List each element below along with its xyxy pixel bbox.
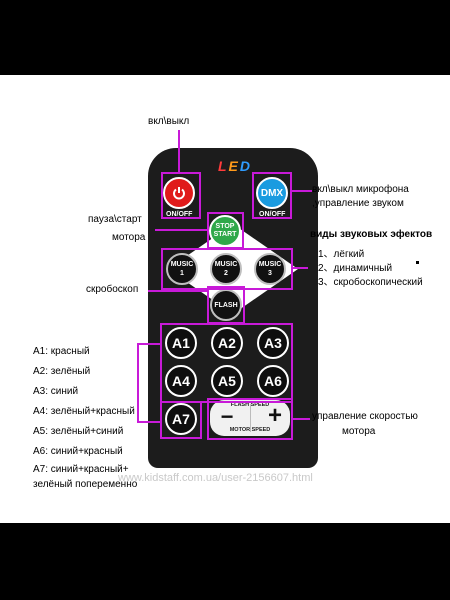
a6-button[interactable]: A6: [257, 365, 289, 397]
a-buttons-highlight-frame: [160, 323, 293, 403]
legend-row-a7-continued: зелёный попеременно: [33, 479, 138, 490]
music-1-button[interactable]: MUSIC 1: [166, 253, 198, 285]
stop-annotation-line1: пауза\старт: [88, 214, 142, 225]
legend-row-a4: A4: зелёный+красный: [33, 406, 135, 417]
legend-row-a1: A1: красный: [33, 346, 90, 357]
legend-key: A1:: [33, 346, 49, 357]
legend-desc: зелёный+красный: [50, 406, 135, 417]
music-2-button[interactable]: MUSIC 2: [210, 253, 242, 285]
music-2-label: MUSIC: [214, 261, 238, 268]
stop-label: STOP: [215, 223, 235, 230]
legend-row-a5: A5: зелёный+синий: [33, 426, 123, 437]
music-connector-line: [293, 267, 308, 269]
brand-letter: L: [217, 158, 229, 174]
power-connector-line: [178, 130, 180, 173]
legend-key: A3:: [33, 386, 49, 397]
flash-speed-label: FLASH SPEED: [230, 402, 270, 408]
legend-desc: синий+красный: [50, 446, 123, 457]
stop-annotation-line2: мотора: [112, 232, 146, 243]
dmx-annotation-line2: ,управление звуком: [312, 198, 404, 209]
power-onoff-label: ON/OFF: [166, 211, 193, 218]
top-black-band: [0, 0, 450, 75]
a5-button[interactable]: A5: [211, 365, 243, 397]
music-annotation-item-3: 3、скробоскопический: [318, 277, 423, 288]
legend-row-a6: A6: синий+красный: [33, 446, 123, 457]
dmx-onoff-label: ON/OFF: [259, 211, 286, 218]
legend-key: A6:: [33, 446, 49, 457]
music-2-number: 2: [224, 270, 228, 277]
legend-connector-top: [137, 343, 161, 345]
music-1-label: MUSIC: [170, 261, 194, 268]
music-annotation-title: виды звуковых эфектов: [310, 229, 433, 240]
a3-button[interactable]: A3: [257, 327, 289, 359]
a2-button[interactable]: A2: [211, 327, 243, 359]
speed-annotation-line1: управление скоростью: [312, 411, 418, 422]
a7-highlight-frame: [160, 401, 202, 439]
brand-letter: E: [228, 158, 240, 174]
legend-row-a2: A2: зелёный: [33, 366, 90, 377]
bottom-black-band: [0, 523, 450, 600]
music-annotation-item-2: 2、динамичный: [318, 263, 393, 274]
music-3-button[interactable]: MUSIC 3: [254, 253, 286, 285]
stop-connector-line: [155, 229, 208, 231]
a4-button[interactable]: A4: [165, 365, 197, 397]
watermark-text: www.kidstaff.com.ua/user-2156607.html: [118, 472, 313, 484]
legend-desc: синий: [50, 386, 79, 397]
legend-key: A4:: [33, 406, 49, 417]
power-button[interactable]: [163, 177, 195, 209]
power-highlight-frame: [161, 172, 201, 219]
brand-text: LED: [218, 158, 252, 174]
flash-connector-line: [148, 290, 208, 292]
legend-key: A7:: [33, 464, 49, 475]
speed-annotation-line2: мотора: [342, 426, 376, 437]
music-highlight-frame: [161, 248, 293, 290]
speed-divider: [250, 404, 251, 432]
legend-desc: синий+красный+: [50, 464, 129, 475]
dmx-connector-line: [292, 190, 312, 192]
start-label: START: [213, 231, 237, 238]
music-3-number: 3: [268, 270, 272, 277]
legend-desc: красный: [50, 346, 90, 357]
flash-button[interactable]: FLASH: [210, 289, 242, 321]
music-annotation-item-1: 1、лёгкий: [318, 249, 365, 260]
legend-desc: зелёный: [50, 366, 91, 377]
legend-connector-line: [137, 343, 139, 423]
music-3-label: MUSIC: [258, 261, 282, 268]
dmx-highlight-frame: [252, 172, 292, 219]
legend-row-a3: A3: синий: [33, 386, 78, 397]
flash-annotation: скробоскоп: [86, 284, 139, 295]
legend-desc: зелёный+синий: [50, 426, 124, 437]
legend-key: A5:: [33, 426, 49, 437]
legend-connector-bottom: [137, 421, 161, 423]
speed-minus-button[interactable]: −: [220, 404, 234, 429]
motor-speed-label: MOTOR SPEED: [229, 427, 271, 433]
speed-connector-line: [293, 418, 310, 420]
music-1-number: 1: [180, 270, 184, 277]
legend-row-a7: A7: синий+красный+: [33, 464, 129, 475]
power-icon: [173, 187, 185, 200]
a7-button[interactable]: A7: [165, 403, 197, 435]
a1-button[interactable]: A1: [165, 327, 197, 359]
legend-key: A2:: [33, 366, 49, 377]
brand-letter: D: [239, 158, 253, 174]
dmx-annotation-line1: вкл\выкл микрофона: [312, 184, 409, 195]
decorative-dot: [416, 261, 419, 264]
stop-start-button[interactable]: STOP START: [209, 215, 241, 247]
remote-brand-logo: LED: [205, 158, 265, 174]
speed-highlight-frame: [207, 398, 293, 440]
stop-highlight-frame: [207, 212, 244, 249]
speed-plus-button[interactable]: +: [267, 402, 282, 429]
dmx-button[interactable]: DMX: [256, 177, 288, 209]
power-annotation: вкл\выкл: [148, 116, 190, 127]
flash-highlight-frame: [207, 286, 245, 324]
